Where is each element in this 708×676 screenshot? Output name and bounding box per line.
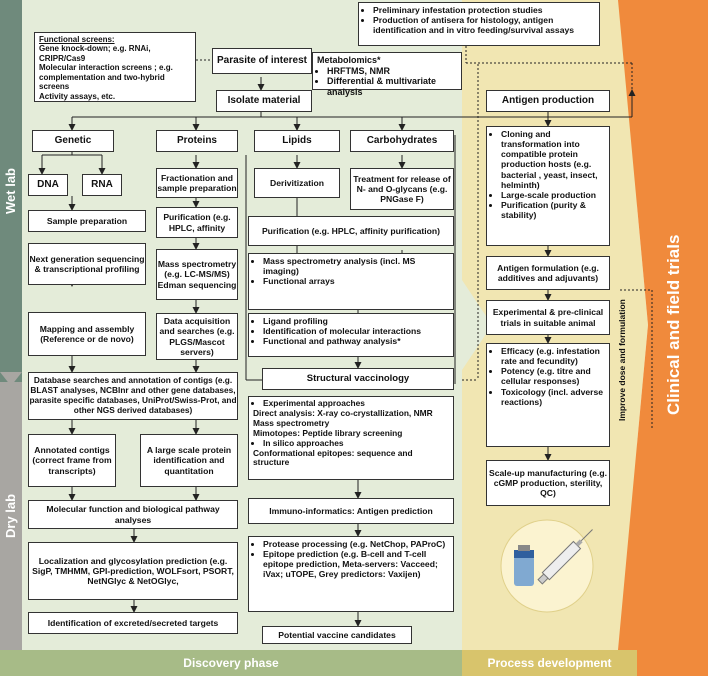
dry-lab-notch	[0, 372, 22, 386]
ms-analysis-item: Mass spectrometry analysis (incl. MS ima…	[263, 256, 449, 276]
functional-title: Functional screens:	[39, 35, 115, 44]
large-scale-protein-box: A large scale protein identification and…	[140, 434, 238, 487]
discovery-phase-bar: Discovery phase	[0, 650, 462, 676]
database-search-box: Database searches and annotation of cont…	[28, 372, 238, 420]
sample-preparation-box: Sample preparation	[28, 210, 146, 232]
process-phase-bar: Process development	[462, 650, 637, 676]
wet-lab-band	[0, 0, 22, 382]
ms-analysis-box: Mass spectrometry analysis (incl. MS ima…	[248, 253, 454, 310]
efficacy-item: Efficacy (e.g. infestation rate and fecu…	[501, 346, 605, 366]
metabolomics-item: Differential & multivariate analysis	[327, 76, 457, 97]
treatment-box: Treatment for release of N- and O-glycan…	[350, 168, 454, 210]
carbohydrates-box: Carbohydrates	[350, 130, 454, 152]
genetic-box: Genetic	[32, 130, 114, 152]
experimental-approaches-box: Experimental approaches Direct analysis:…	[248, 396, 454, 480]
ligand-item: Identification of molecular interactions	[263, 326, 449, 336]
fractionation-box: Fractionation and sample preparation	[156, 168, 238, 198]
protease-epitope-box: Protease processing (e.g. NetChop, PAPro…	[248, 536, 454, 612]
ms-analysis-item: Functional arrays	[263, 276, 449, 286]
scaleup-box: Scale-up manufacturing (e.g. cGMP produc…	[486, 460, 610, 506]
ligand-item: Functional and pathway analysis*	[263, 336, 449, 346]
functional-line: Activity assays, etc.	[39, 91, 116, 101]
efficacy-item: Toxicology (incl. adverse reactions)	[501, 387, 605, 407]
ngs-box: Next generation sequencing & transcripti…	[28, 243, 146, 285]
cloning-item: Cloning and transformation into compatib…	[501, 129, 605, 190]
experimental-line: Experimental approaches	[263, 398, 449, 409]
top-note-item: Production of antisera for histology, an…	[373, 15, 595, 35]
potential-candidates-box: Potential vaccine candidates	[262, 626, 412, 644]
protease-item: Protease processing (e.g. NetChop, PAPro…	[263, 539, 449, 549]
experimental-line: Conformational epitopes: sequence and st…	[253, 447, 413, 468]
immuno-informatics-box: Immuno-informatics: Antigen prediction	[248, 498, 454, 524]
rna-box: RNA	[82, 174, 122, 196]
clinical-phase-bar	[637, 650, 708, 676]
annotated-contigs-box: Annotated contigs (correct frame from tr…	[28, 434, 116, 487]
isolate-material-box: Isolate material	[216, 90, 312, 112]
protease-item: Epitope prediction (e.g. B-cell and T-ce…	[263, 549, 449, 579]
metabolomics-box: Metabolomics* HRFTMS, NMRDifferential & …	[312, 52, 462, 97]
preclinical-box: Experimental & pre-clinical trials in su…	[486, 300, 610, 335]
excreted-targets-box: Identification of excreted/secreted targ…	[28, 612, 238, 634]
top-note-item: Preliminary infestation protection studi…	[373, 5, 595, 15]
molecular-function-box: Molecular function and biological pathwa…	[28, 500, 238, 529]
top-note: Preliminary infestation protection studi…	[358, 2, 600, 46]
cloning-box: Cloning and transformation into compatib…	[486, 126, 610, 246]
discovery-notch	[462, 280, 492, 370]
mass-spec-proteins-box: Mass spectrometry (e.g. LC-MS/MS) Edman …	[156, 249, 238, 300]
dry-lab-band	[0, 382, 22, 650]
experimental-line: Mass spectrometry	[253, 417, 330, 428]
functional-line: Molecular interaction screens ; e.g. com…	[39, 63, 173, 92]
efficacy-item: Potency (e.g. titre and cellular respons…	[501, 366, 605, 386]
experimental-line: In silico approaches	[263, 438, 449, 449]
purification-proteins-box: Purification (e.g. HPLC, affinity	[156, 207, 238, 238]
lipids-box: Lipids	[254, 130, 340, 152]
experimental-line: Direct analysis: X-ray co-crystallizatio…	[253, 407, 433, 418]
cloning-item: Large-scale production	[501, 190, 605, 200]
data-acquisition-box: Data acquisition and searches (e.g. PLGS…	[156, 313, 238, 360]
antigen-formulation-box: Antigen formulation (e.g. additives and …	[486, 256, 610, 290]
parasite-box: Parasite of interest	[212, 48, 312, 74]
antigen-production-box: Antigen production	[486, 90, 610, 112]
proteins-box: Proteins	[156, 130, 238, 152]
cloning-item: Purification (purity & stability)	[501, 200, 605, 220]
dna-box: DNA	[28, 174, 68, 196]
clinical-band	[618, 0, 708, 650]
mapping-box: Mapping and assembly (Reference or de no…	[28, 312, 146, 356]
experimental-line: Mimotopes: Peptide library screening	[253, 427, 403, 438]
structural-vaccinology-box: Structural vaccinology	[262, 368, 454, 390]
functional-line: Gene knock-down; e.g. RNAi, CRIPR/Cas9	[39, 44, 151, 63]
ligand-box: Ligand profilingIdentification of molecu…	[248, 313, 454, 357]
ligand-item: Ligand profiling	[263, 316, 449, 326]
functional-screens-box: Functional screens: Gene knock-down; e.g…	[34, 32, 196, 102]
metabolomics-item: HRFTMS, NMR	[327, 66, 457, 77]
derivitization-box: Derivitization	[254, 168, 340, 198]
purification-lipids-carbs-box: Purification (e.g. HPLC, affinity purifi…	[248, 216, 454, 246]
metabolomics-title: Metabolomics*	[317, 55, 381, 65]
efficacy-box: Efficacy (e.g. infestation rate and fecu…	[486, 343, 610, 447]
localization-box: Localization and glycosylation predictio…	[28, 542, 238, 600]
